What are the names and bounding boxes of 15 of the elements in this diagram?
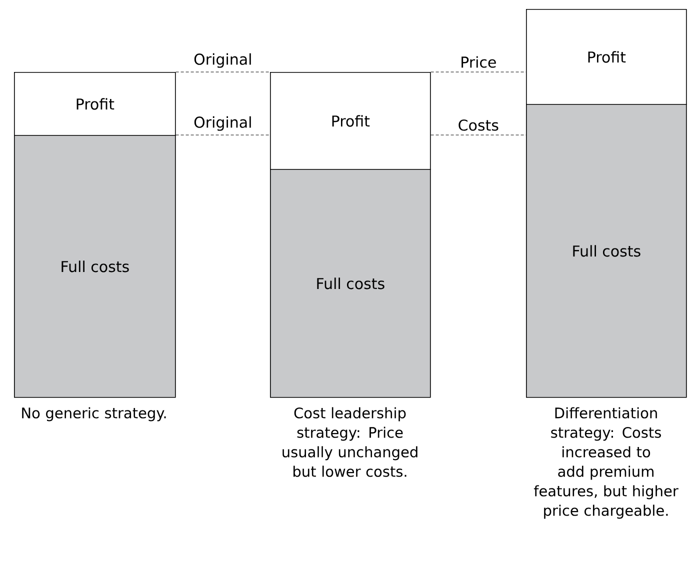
cost-bar-segment: Full costs (526, 104, 687, 398)
dashed-line (430, 134, 526, 136)
cost-bar-segment: Full costs (14, 135, 176, 398)
caption-text: No generic strategy. (22, 407, 166, 422)
profit-bar-segment: Profit (270, 72, 431, 170)
profit-bar-segment: Profit (14, 72, 176, 136)
caption-text: Cost leadership strategy: Price usually unchanged but lower costs. (282, 407, 418, 477)
edge-label: Price (462, 56, 496, 68)
caption-text: Differentiation strategy: Costs increased to add premium features, but higher price chargeable. (534, 407, 678, 519)
profit-bar-segment: Profit (526, 9, 687, 105)
dashed-line (176, 134, 270, 136)
edge-label: Original (194, 116, 251, 131)
edge-label: Costs (458, 119, 498, 131)
edge-label: Original (194, 53, 251, 68)
cost-bar-segment: Full costs (270, 169, 431, 398)
